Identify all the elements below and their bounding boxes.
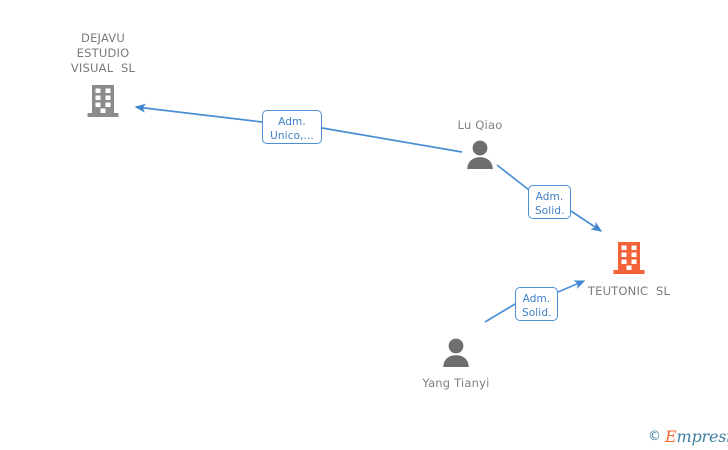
edge-lu-qiao-dejavu <box>134 103 463 153</box>
node-dejavu-estudio-visual-sl[interactable]: DEJAVU ESTUDIO VISUAL SL <box>43 31 163 122</box>
node-teutonic-sl[interactable]: TEUTONIC SL <box>569 239 689 299</box>
node-label-lu-qiao: Lu Qiao <box>457 118 503 132</box>
node-yang-tianyi[interactable]: Yang Tianyi <box>396 337 516 391</box>
building-icon[interactable] <box>43 82 163 122</box>
edge-label-adm-solid-lu-qiao[interactable]: Adm. Solid. <box>528 185 571 219</box>
node-lu-qiao[interactable]: Lu Qiao <box>420 118 540 173</box>
node-label-teutonic: TEUTONIC SL <box>587 284 671 298</box>
person-icon[interactable] <box>396 337 516 371</box>
building-icon[interactable] <box>569 239 689 279</box>
copyright-icon: © <box>648 429 661 444</box>
node-label-dejavu: DEJAVU ESTUDIO VISUAL SL <box>70 31 136 75</box>
empresia-watermark: © Empresia <box>648 427 728 446</box>
empresia-logo-text: mpresia <box>676 427 728 446</box>
node-label-yang-tianyi: Yang Tianyi <box>422 376 490 390</box>
edge-lu-qiao-teutonic <box>496 164 603 232</box>
person-icon[interactable] <box>420 139 540 173</box>
empresia-logo-initial: E <box>665 427 677 446</box>
empresia-logo: Empresia <box>665 427 728 446</box>
edge-yang-tianyi-teutonic <box>484 280 586 323</box>
edge-label-adm-unico[interactable]: Adm. Unico,... <box>262 110 322 144</box>
edge-label-adm-solid-yang-tianyi[interactable]: Adm. Solid. <box>515 287 558 321</box>
